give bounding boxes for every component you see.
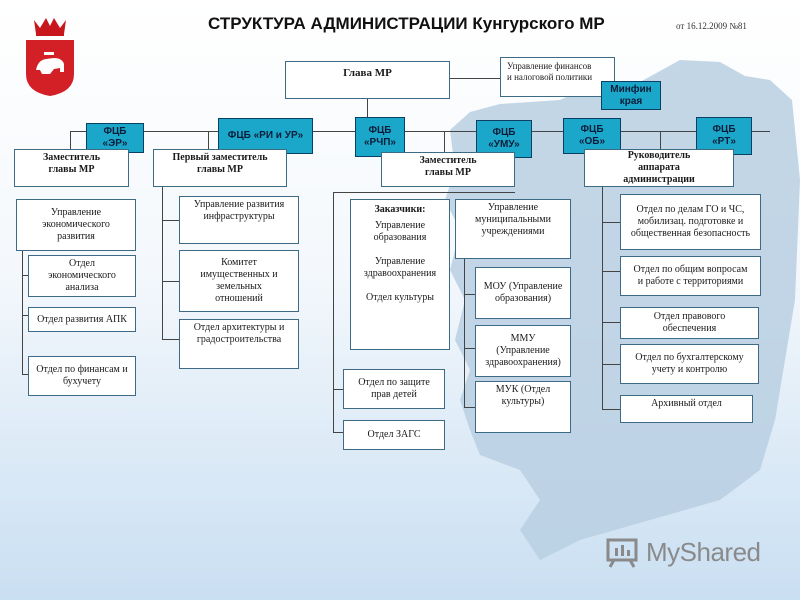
watermark-text: MyShared <box>646 536 761 567</box>
col3-mun-branch <box>464 294 475 295</box>
main-horizontal-connector <box>70 131 770 132</box>
zakazchiki-title: Заказчики: <box>374 204 426 215</box>
col3-tree-line <box>333 192 334 432</box>
col1-item-box: Отдел развития АПК <box>28 307 136 332</box>
col3-head-box: Заместитель главы МР <box>381 152 515 187</box>
col1-item-box: Отдел экономического анализа <box>28 255 136 297</box>
col2-item-box: Управление развития инфраструктуры <box>179 196 299 244</box>
fcb-ri-ur-box: ФЦБ «РИ и УР» <box>218 118 313 154</box>
glava-fin-connector <box>450 78 500 79</box>
col1-tree-line <box>22 250 23 374</box>
col3-mun-tree-line <box>464 259 465 407</box>
col1-branch <box>22 275 28 276</box>
col3-item-box: Отдел ЗАГС <box>343 420 445 450</box>
col2-down-connector <box>208 131 209 149</box>
col3-down-connector <box>444 131 445 156</box>
col4-branch <box>602 271 620 272</box>
fcb-rt-box: ФЦБ «РТ» <box>696 117 752 155</box>
col4-branch <box>602 222 620 223</box>
col4-tree-line <box>602 187 603 409</box>
col1-branch <box>22 315 28 316</box>
col4-item-box: Отдел правового обеспечения <box>620 307 759 339</box>
col4-down-connector <box>660 131 661 149</box>
col4-item-box: Отдел по делам ГО и ЧС, мобилизац. подго… <box>620 194 761 250</box>
col1-item-box: Управление экономического развития <box>16 199 136 251</box>
col2-head-box: Первый заместитель главы МР <box>153 149 287 187</box>
col1-down-connector <box>70 131 71 149</box>
col4-head-box: Руководитель аппарата администрации <box>584 149 734 187</box>
col1-head-box: Заместитель главы МР <box>14 149 129 187</box>
col2-tree-line <box>162 187 163 339</box>
watermark: MyShared <box>606 536 761 568</box>
col4-branch <box>602 364 620 365</box>
col3-item-box: Отдел по защите прав детей <box>343 369 445 409</box>
mun-item-box: МУК (Отдел культуры) <box>475 381 571 433</box>
mun-item-box: ММУ (Управление здравоохранения) <box>475 325 571 377</box>
glava-down-connector <box>367 99 368 131</box>
fcb-umu-box: ФЦБ «УМУ» <box>476 120 532 158</box>
col4-item-box: Отдел по общим вопросам и работе с терри… <box>620 256 761 296</box>
presentation-icon <box>606 538 638 568</box>
col2-branch <box>162 220 179 221</box>
fcb-er-box: ФЦБ «ЭР» <box>86 123 144 153</box>
page-title: СТРУКТУРА АДМИНИСТРАЦИИ Кунгурского МР <box>208 14 605 33</box>
col2-item-box: Комитет имущественных и земельных отноше… <box>179 250 299 312</box>
col3-mun-branch <box>464 407 475 408</box>
col2-branch <box>162 281 179 282</box>
fin-upr-box: Управление финансов и налоговой политики <box>500 57 615 97</box>
mun-item-box: МОУ (Управление образования) <box>475 267 571 319</box>
col1-branch <box>22 374 28 375</box>
col3-mun-branch <box>464 348 475 349</box>
col2-item-box: Отдел архитектуры и градостроительства <box>179 319 299 369</box>
upr-mun-box: Управление муниципальными учреждениями <box>455 199 571 259</box>
date-note: от 16.12.2009 №81 <box>676 21 747 31</box>
fcb-rchp-box: ФЦБ «РЧП» <box>355 117 405 157</box>
coat-of-arms-logo <box>26 18 74 96</box>
glava-box: Глава МР <box>285 61 450 99</box>
col2-branch <box>162 339 179 340</box>
col1-item-box: Отдел по финансам и бухучету <box>28 356 136 396</box>
col4-branch <box>602 409 620 410</box>
zakazchiki-body: Управление образования Управление здраво… <box>363 220 437 303</box>
zakazchiki-box: Заказчики: Управление образования Управл… <box>350 199 450 350</box>
col4-item-box: Архивный отдел <box>620 395 753 423</box>
minfin-box: Минфин края <box>601 81 661 110</box>
col4-branch <box>602 322 620 323</box>
col3-top-bar <box>333 192 515 193</box>
col4-item-box: Отдел по бухгалтерскому учету и контролю <box>620 344 759 384</box>
col3-branch <box>333 432 343 433</box>
col3-branch <box>333 389 343 390</box>
